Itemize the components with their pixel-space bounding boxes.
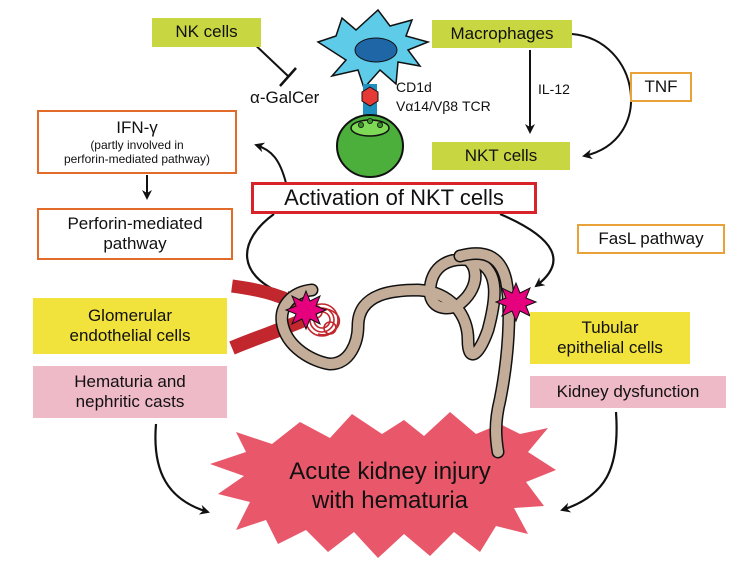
nkt-cells-label: NKT cells [432,142,570,170]
tubular-box: Tubular epithelial cells [530,312,690,364]
damage-star-icon [284,289,328,331]
glomerular-line-1: Glomerular [87,305,173,325]
cd1d-label: CD1d [396,78,432,95]
injury-burst-icon [210,412,556,558]
glomerular-box: Glomerular endothelial cells [33,298,227,354]
dysfunction-aki-arrow [560,411,618,513]
nkt-cell-icon [336,114,404,178]
perforin-line-2: pathway [103,234,167,253]
perforin-box: Perforin-mediated pathway [37,208,233,260]
tubular-line-2: epithelial cells [557,338,663,357]
tcr-label: Vα14/Vβ8 TCR [396,97,491,114]
aki-line-1: Acute kidney injury [289,458,491,486]
activation-ifn-arrow [254,142,287,184]
kidney-dysfunction-box: Kidney dysfunction [530,376,726,408]
glomerular-line-2: endothelial cells [69,326,191,345]
alpha-galcer-label: α-GalCer [250,87,320,107]
dendritic-cell-icon [316,8,431,124]
perforin-line-1: Perforin-mediated [67,213,203,233]
nephron-icon [229,247,516,459]
macrophages-label: Macrophages [432,20,572,48]
ifn-sub-2: perforin-mediated pathway) [63,152,211,167]
tnf-label: TNF [630,72,692,102]
ifn-gamma-box: IFN-γ (partly involved in perforin-media… [37,110,237,174]
aki-label: Acute kidney injury with hematuria [250,452,530,522]
activation-nkt-box: Activation of NKT cells [251,182,537,214]
hematuria-aki-arrow [154,423,210,515]
aki-line-2: with hematuria [311,487,469,514]
activation-tubule-arrow [499,212,555,288]
il12-label: IL-12 [538,80,570,97]
ifn-sub-1: (partly involved in [90,137,184,152]
tubular-line-1: Tubular [581,317,639,337]
nk-cells-label: NK cells [152,18,261,47]
damage-star-icon [494,281,538,323]
hematuria-line-1: Hematuria and [74,371,186,391]
ifn-title: IFN-γ [116,117,158,137]
hematuria-box: Hematuria and nephritic casts [33,366,227,418]
hematuria-line-2: nephritic casts [75,392,185,411]
fasl-box: FasL pathway [577,224,725,254]
